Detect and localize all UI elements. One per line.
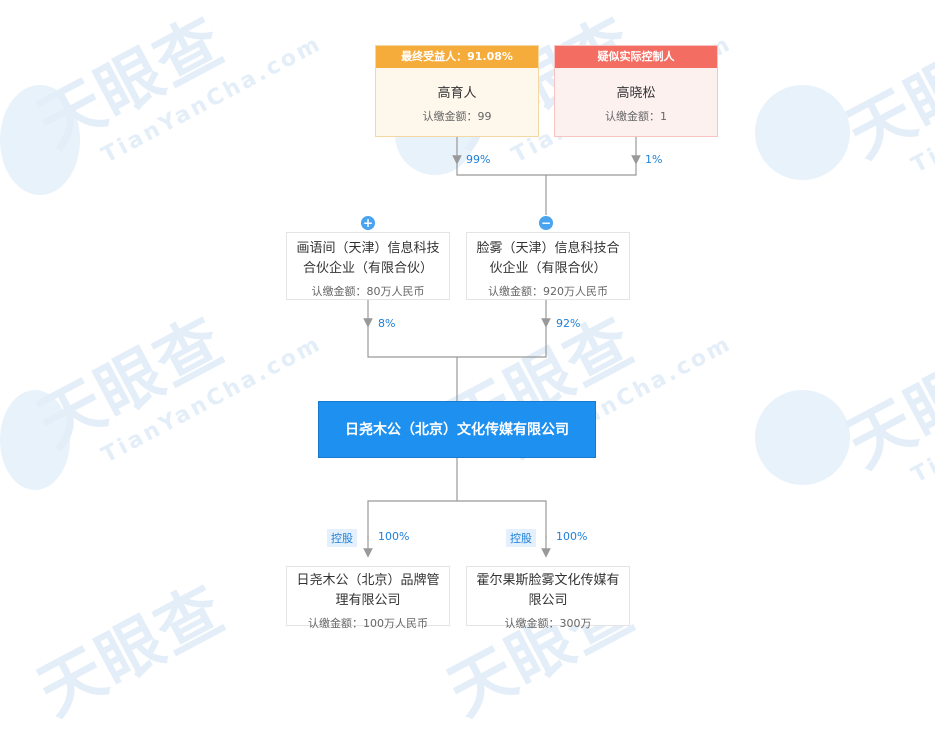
controller-header: 疑似实际控制人 [555, 46, 717, 68]
subsidiary-name[interactable]: 霍尔果斯脸雾文化传媒有限公司 [476, 573, 620, 608]
collapse-icon[interactable]: − [539, 216, 553, 230]
partnership-amount: 认缴金额：80万人民币 [311, 285, 425, 298]
subsidiary-amount: 认缴金额：300万 [504, 617, 592, 630]
watermark-logo [0, 85, 80, 195]
share-percent: 8% [378, 317, 396, 330]
expand-icon[interactable]: + [361, 216, 375, 230]
edge-line [367, 500, 547, 538]
main-company-node[interactable]: 日尧木公（北京）文化传媒有限公司 [318, 401, 596, 458]
shareholder-card[interactable]: 疑似实际控制人 高晓松 认缴金额：1 [554, 45, 718, 137]
share-percent: 92% [556, 317, 581, 330]
subsidiary-name[interactable]: 日尧木公（北京）品牌管理有限公司 [296, 573, 440, 608]
share-percent: 1% [645, 153, 663, 166]
watermark-logo [0, 390, 70, 490]
watermark-logo [755, 85, 850, 180]
share-percent: 100% [556, 530, 588, 543]
beneficiary-header: 最终受益人：91.08% [376, 46, 538, 68]
partnership-name[interactable]: 画语间（天津）信息科技合伙企业（有限合伙） [296, 241, 440, 276]
shareholder-name[interactable]: 高晓松 [616, 86, 656, 101]
connector-lines [363, 137, 641, 558]
shareholder-amount: 认缴金额：99 [422, 110, 492, 123]
subsidiary-amount: 认缴金额：100万人民币 [308, 617, 428, 630]
subsidiary-card[interactable]: 霍尔果斯脸雾文化传媒有限公司 认缴金额：300万 [466, 566, 630, 630]
subsidiary-card[interactable]: 日尧木公（北京）品牌管理有限公司 认缴金额：100万人民币 [286, 566, 450, 630]
shareholder-card[interactable]: 最终受益人：91.08% 高育人 认缴金额：99 [375, 45, 539, 137]
shareholder-name[interactable]: 高育人 [437, 86, 477, 101]
holding-tag: 控股 [327, 529, 357, 547]
partnership-amount: 认缴金额：920万人民币 [488, 285, 608, 298]
partnership-card[interactable]: 脸雾（天津）信息科技合伙企业（有限合伙） 认缴金额：920万人民币 [466, 232, 630, 300]
holding-tag: 控股 [506, 529, 536, 547]
share-percent: 100% [378, 530, 410, 543]
watermark-logo [755, 390, 850, 485]
partnership-card[interactable]: 画语间（天津）信息科技合伙企业（有限合伙） 认缴金额：80万人民币 [286, 232, 450, 300]
shareholder-amount: 认缴金额：1 [605, 110, 667, 123]
partnership-name[interactable]: 脸雾（天津）信息科技合伙企业（有限合伙） [476, 241, 620, 276]
share-percent: 99% [466, 153, 491, 166]
